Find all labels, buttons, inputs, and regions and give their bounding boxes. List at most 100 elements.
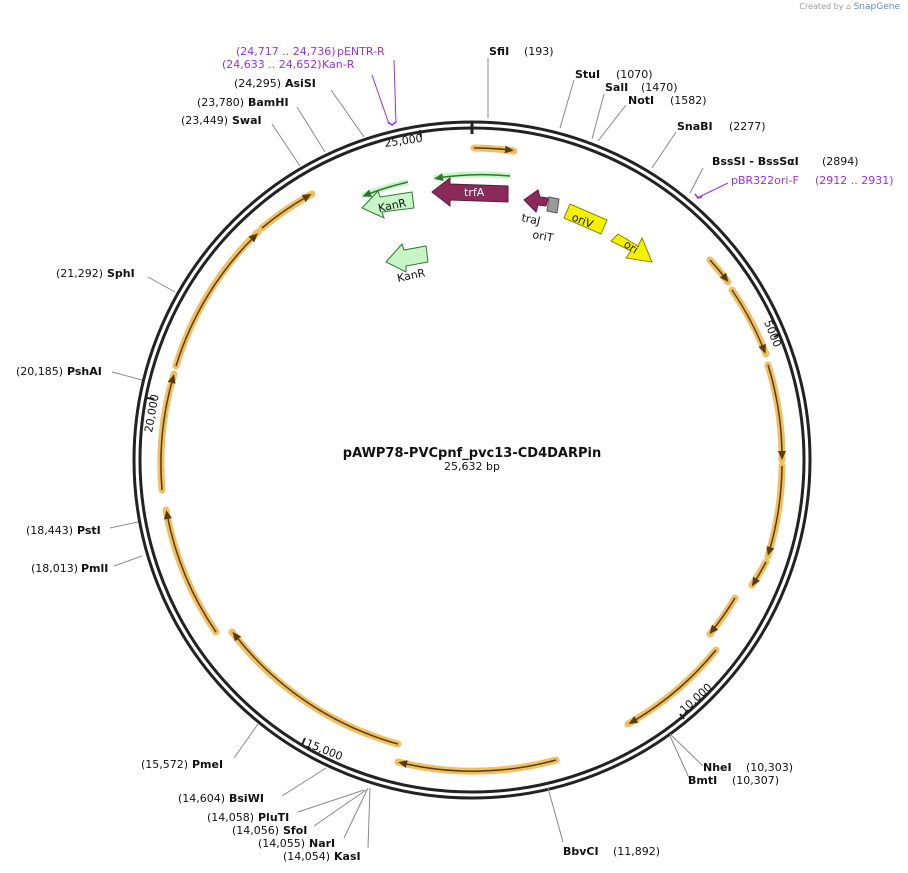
site-pos: (1070) xyxy=(616,68,653,81)
site-SfiI[interactable]: SfiI (193) xyxy=(489,45,554,58)
site-KasI[interactable]: (14,054) KasI xyxy=(283,850,361,863)
feature-ori[interactable]: ori xyxy=(610,233,653,263)
site-name: SwaI xyxy=(232,114,262,127)
site-pos: (20,185) xyxy=(16,365,63,378)
site-pos: (18,013) xyxy=(31,562,78,575)
site-pos: (2277) xyxy=(729,120,766,133)
site-pos: (14,056) xyxy=(232,824,279,837)
credit-brand: SnapGene xyxy=(853,2,900,12)
site-name: PshAI xyxy=(67,365,102,378)
primer-pBR322ori-F[interactable]: pBR322ori-F (2912 .. 2931) xyxy=(731,174,894,187)
site-pos: (14,058) xyxy=(207,811,254,824)
site-name: KasI xyxy=(334,850,361,863)
site-SalI[interactable]: SalI (1470) xyxy=(605,81,678,94)
feature-kanr-lower[interactable]: KanR xyxy=(385,243,429,285)
site-name: BamHI xyxy=(248,96,289,109)
primer-range: (24,717 .. 24,736) xyxy=(236,45,336,58)
site-pos: (2894) xyxy=(822,155,859,168)
feature-label-kanr-lower: KanR xyxy=(396,266,427,285)
orf-arc-14 xyxy=(258,190,316,232)
feature-label-trfA: trfA xyxy=(464,186,485,199)
plasmid-length: 25,632 bp xyxy=(444,460,500,473)
kanr-arcs xyxy=(360,171,511,199)
site-name: SnaBI xyxy=(677,120,713,133)
site-pos: (193) xyxy=(524,45,554,58)
site-name: PstI xyxy=(77,524,101,537)
site-PstI[interactable]: (18,443) PstI xyxy=(26,524,101,537)
site-NotI[interactable]: NotI (1582) xyxy=(628,94,707,107)
site-name: StuI xyxy=(575,68,600,81)
site-name: NarI xyxy=(309,837,335,850)
site-pos: (14,054) xyxy=(283,850,330,863)
orf-arc-5 xyxy=(764,462,786,560)
tick-25000: 25,000 xyxy=(384,129,424,150)
site-SphI[interactable]: (21,292) SphI xyxy=(56,267,135,280)
site-name: PmeI xyxy=(192,758,223,771)
site-name: PmlI xyxy=(81,562,108,575)
site-BssSI[interactable]: BssSI - BssSαI (2894) xyxy=(712,155,859,168)
site-PmlI[interactable]: (18,013) PmlI xyxy=(31,562,108,575)
site-name: SfoI xyxy=(283,824,307,837)
site-SnaBI[interactable]: SnaBI (2277) xyxy=(677,120,766,133)
site-StuI[interactable]: StuI (1070) xyxy=(575,68,653,81)
site-name: SphI xyxy=(107,267,135,280)
tick-label-15000: 15,000 xyxy=(304,737,345,763)
feature-label-kanr-upper: KanR xyxy=(377,196,408,215)
site-pos: (11,892) xyxy=(613,845,660,858)
site-pos: (10,307) xyxy=(732,774,779,787)
site-name: BsiWI xyxy=(229,792,264,805)
site-BmtI[interactable]: BmtI (10,307) xyxy=(688,774,779,787)
site-pos: (14,604) xyxy=(178,792,225,805)
site-AsiSI[interactable]: (24,295) AsiSI xyxy=(234,77,316,90)
primer-range: (24,633 .. 24,652) xyxy=(222,58,322,71)
site-BamHI[interactable]: (23,780) BamHI xyxy=(197,96,289,109)
tick-15000: 15,000 xyxy=(301,737,345,763)
site-NheI[interactable]: NheI (10,303) xyxy=(703,761,793,774)
feature-oriT[interactable]: oriT xyxy=(531,196,560,245)
site-BsiWI[interactable]: (14,604) BsiWI xyxy=(178,792,264,805)
site-PluTI[interactable]: (14,058) PluTI xyxy=(207,811,289,824)
site-NarI[interactable]: (14,055) NarI xyxy=(258,837,335,850)
tick-label-25000: 25,000 xyxy=(384,132,424,150)
feature-kanr-upper[interactable]: KanR xyxy=(361,190,415,219)
site-pos: (24,295) xyxy=(234,77,281,90)
site-pos: (21,292) xyxy=(56,267,103,280)
site-SwaI[interactable]: (23,449) SwaI xyxy=(181,114,262,127)
feature-label-traJ: traJ xyxy=(520,211,541,228)
site-pos: (1582) xyxy=(670,94,707,107)
orf-arcs xyxy=(157,144,786,775)
feature-oriV[interactable]: oriV xyxy=(563,203,608,235)
site-PmeI[interactable]: (15,572) PmeI xyxy=(141,758,223,771)
site-pos: (1470) xyxy=(641,81,678,94)
site-pos: (18,443) xyxy=(26,524,73,537)
primer-labels: (24,717 .. 24,736) pENTR-R (24,633 .. 24… xyxy=(222,45,894,187)
primer-pENTR-R[interactable]: (24,717 .. 24,736) pENTR-R xyxy=(236,45,385,58)
site-SfoI[interactable]: (14,056) SfoI xyxy=(232,824,307,837)
primer-range: (2912 .. 2931) xyxy=(815,174,894,187)
site-labels: SfiI (193) StuI (1070) SalI (1470) NotI … xyxy=(16,45,859,863)
site-pos: (23,780) xyxy=(197,96,244,109)
primer-leaders xyxy=(371,59,729,199)
primer-name: Kan-R xyxy=(322,58,355,71)
site-pos: (14,055) xyxy=(258,837,305,850)
site-name: BbvCI xyxy=(563,845,599,858)
feature-trfA[interactable]: trfA xyxy=(431,176,509,208)
orf-arc-11 xyxy=(162,506,220,636)
site-name: SalI xyxy=(605,81,628,94)
site-name: BssSI - BssSαI xyxy=(712,155,799,168)
snapgene-credit: Created by ⌂ SnapGene xyxy=(799,2,900,12)
credit-created-by: Created by xyxy=(799,2,844,11)
orf-arc-4 xyxy=(764,361,786,464)
site-name: NotI xyxy=(628,94,654,107)
site-BbvCI[interactable]: BbvCI (11,892) xyxy=(563,845,660,858)
site-name: AsiSI xyxy=(285,77,316,90)
site-name: SfiI xyxy=(489,45,509,58)
primer-Kan-R[interactable]: (24,633 .. 24,652) Kan-R xyxy=(222,58,355,71)
site-name: BmtI xyxy=(688,774,717,787)
feature-traJ[interactable]: traJ xyxy=(520,189,549,228)
snapgene-logo-icon: ⌂ xyxy=(845,2,852,11)
site-PshAI[interactable]: (20,185) PshAI xyxy=(16,365,102,378)
site-name: NheI xyxy=(703,761,732,774)
plasmid-name: pAWP78-PVCpnf_pvc13-CD4DARPin xyxy=(343,446,601,461)
